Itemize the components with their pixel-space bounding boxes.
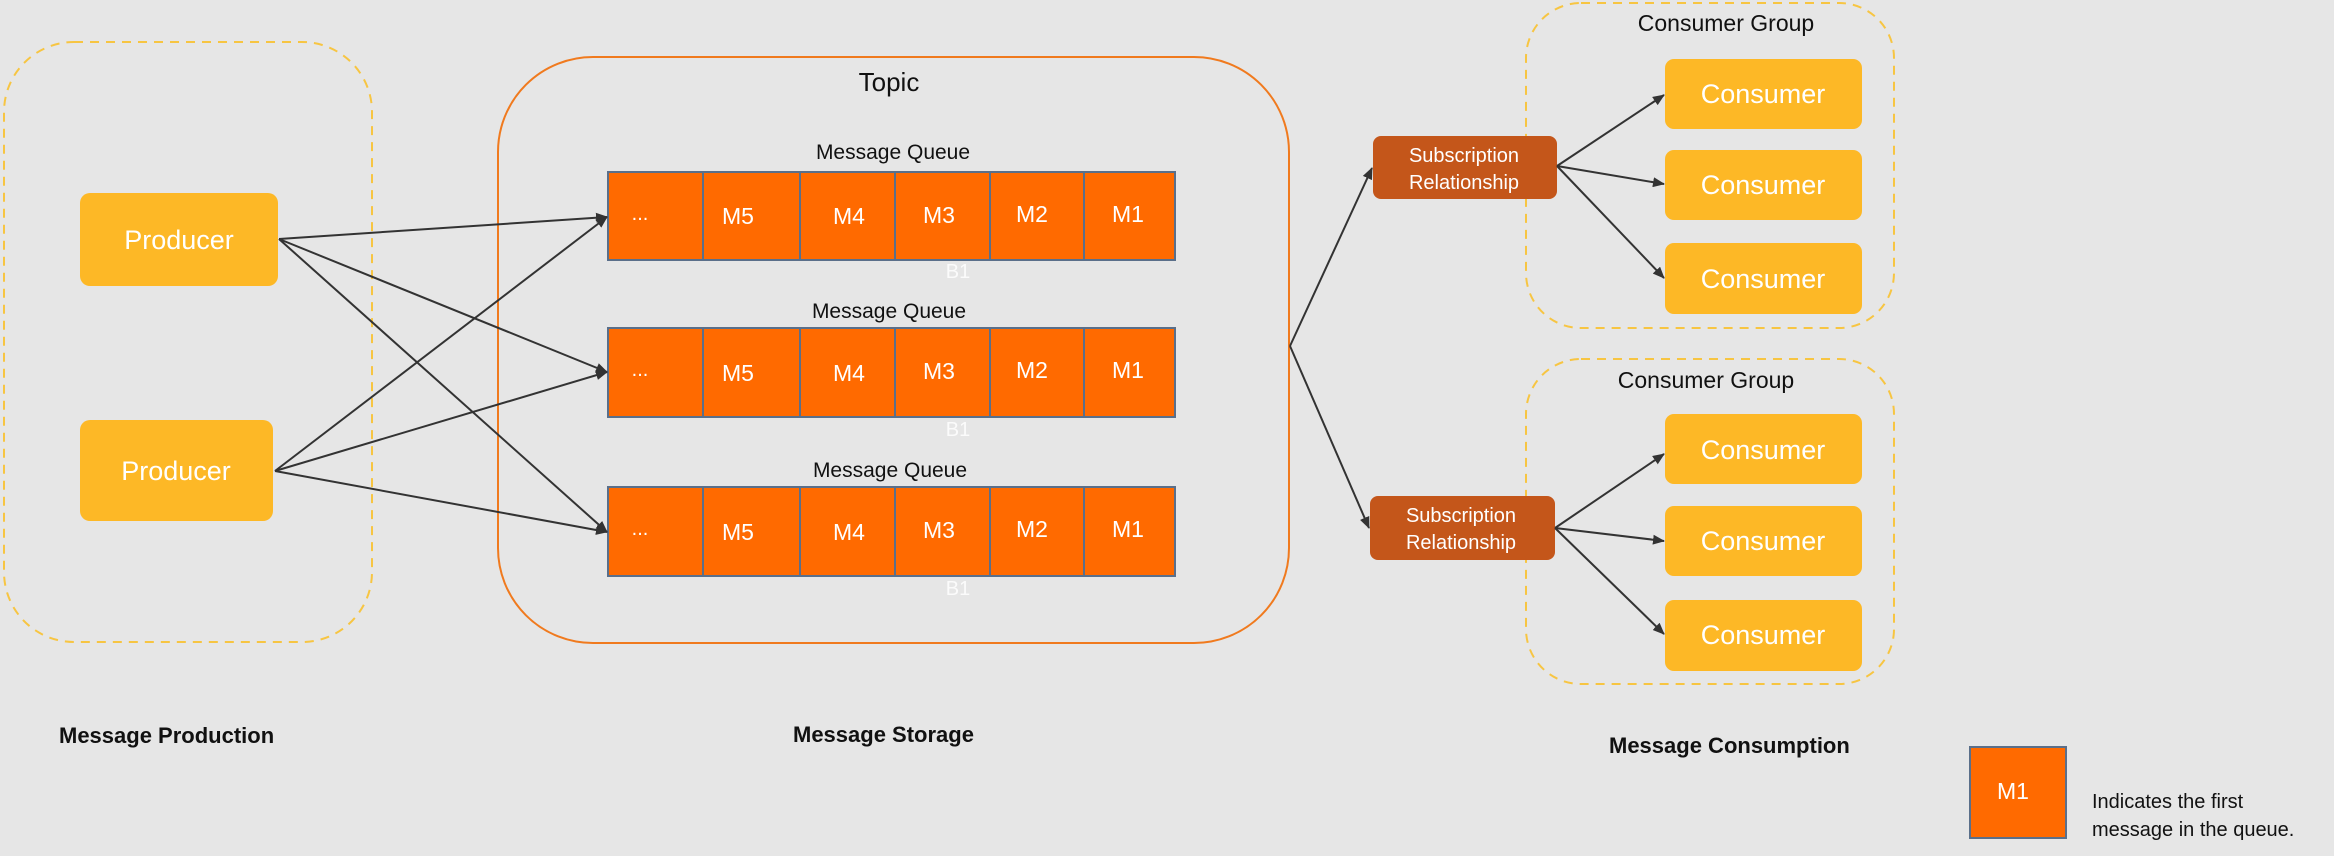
queue-label: Message Queue xyxy=(812,300,966,323)
consumer-label: Consumer xyxy=(1701,620,1826,650)
section-label-storage: Message Storage xyxy=(793,722,974,747)
arrow xyxy=(278,212,608,240)
consumer-box: Consumer xyxy=(1665,243,1862,314)
queue-cell-label: M4 xyxy=(833,360,865,386)
topic-title: Topic xyxy=(859,67,920,97)
queue-cell xyxy=(799,486,896,577)
arrow xyxy=(274,370,608,472)
arrow xyxy=(1556,94,1665,167)
producer-box: Producer xyxy=(80,420,273,521)
subscription-label: Relationship xyxy=(1409,172,1519,194)
flow-arrows xyxy=(274,94,1665,635)
consumer-group-label: Consumer Group xyxy=(1618,367,1794,393)
queue-label: Message Queue xyxy=(813,459,967,482)
queue-cell-label: M4 xyxy=(833,203,865,229)
queue-cell xyxy=(989,327,1085,418)
subscription-label: Relationship xyxy=(1406,532,1516,554)
arrow xyxy=(1556,165,1665,188)
queue-cell-label: ... xyxy=(632,359,649,381)
legend-text: message in the queue. xyxy=(2092,819,2294,841)
message-queue: ... M5 M4 M3 M2 M1 xyxy=(607,486,1176,577)
queue-cell xyxy=(607,486,704,577)
legend-cell xyxy=(1969,746,2067,839)
arrow xyxy=(274,216,608,472)
legend: M1 Indicates the first message in the qu… xyxy=(1969,746,2294,841)
consumer-box: Consumer xyxy=(1665,414,1862,484)
arrow xyxy=(1556,165,1665,279)
section-label-consumption: Message Consumption xyxy=(1609,733,1850,758)
queue-cell xyxy=(1083,486,1176,577)
queue-cell xyxy=(607,171,704,261)
queue-cell-label: M2 xyxy=(1016,516,1048,542)
queue-cell-label: M5 xyxy=(722,519,754,545)
consumer-label: Consumer xyxy=(1701,526,1826,556)
legend-text: Indicates the first xyxy=(2092,791,2244,813)
arrow xyxy=(1554,527,1665,545)
topic-border xyxy=(497,56,1290,644)
subscription-label: Subscription xyxy=(1406,505,1516,527)
arrow xyxy=(278,238,608,373)
queue-mark: B1 xyxy=(946,578,970,600)
queue-cell xyxy=(799,327,896,418)
queue-cell-label: M3 xyxy=(923,202,955,228)
queue-cell xyxy=(702,171,801,261)
queue-cell-label: M4 xyxy=(833,519,865,545)
arrow xyxy=(1554,527,1665,635)
queue-cell-label: M1 xyxy=(1112,201,1144,227)
consumer-box: Consumer xyxy=(1665,150,1862,220)
queue-cell-label: M5 xyxy=(722,360,754,386)
queue-cell-label: M2 xyxy=(1016,201,1048,227)
queue-cell xyxy=(989,486,1085,577)
subscription-box: Subscription Relationship xyxy=(1370,496,1555,560)
consumer-group-label: Consumer Group xyxy=(1638,10,1814,36)
queue-cell xyxy=(894,171,991,261)
arrow xyxy=(1289,345,1370,529)
producer-label: Producer xyxy=(121,456,231,486)
subscription-label: Subscription xyxy=(1409,145,1519,167)
queue-mark: B1 xyxy=(946,261,970,283)
queue-cell-label: M2 xyxy=(1016,357,1048,383)
consumer-label: Consumer xyxy=(1701,170,1826,200)
subscription-box: Subscription Relationship xyxy=(1373,136,1557,199)
consumer-group-border xyxy=(1525,358,1895,685)
arrow xyxy=(1554,453,1665,529)
queue-cell xyxy=(1083,171,1176,261)
queue-mark: B1 xyxy=(946,419,970,441)
queue-cell-label: M1 xyxy=(1112,357,1144,383)
queue-cell xyxy=(607,327,704,418)
message-queue: ... M5 M4 M3 M2 M1 xyxy=(607,171,1176,261)
legend-cell-label: M1 xyxy=(1997,778,2029,804)
queue-cell-label: ... xyxy=(632,203,649,225)
queue-cell-label: M3 xyxy=(923,358,955,384)
queue-cell xyxy=(989,171,1085,261)
producer-box: Producer xyxy=(80,193,278,286)
queue-cell xyxy=(894,327,991,418)
section-label-production: Message Production xyxy=(59,723,274,748)
queue-label: Message Queue xyxy=(816,141,970,164)
queue-cell-label: M1 xyxy=(1112,516,1144,542)
queue-cell-label: M5 xyxy=(722,203,754,229)
queue-cell xyxy=(702,486,801,577)
producer-label: Producer xyxy=(124,225,234,255)
arrow xyxy=(1289,167,1373,347)
consumer-label: Consumer xyxy=(1701,79,1826,109)
consumer-box: Consumer xyxy=(1665,600,1862,671)
message-queue: ... M5 M4 M3 M2 M1 xyxy=(607,327,1176,418)
queue-cell-label: ... xyxy=(632,518,649,540)
queue-cell xyxy=(702,327,801,418)
queue-cell-label: M3 xyxy=(923,517,955,543)
consumer-label: Consumer xyxy=(1701,264,1826,294)
consumer-box: Consumer xyxy=(1665,59,1862,129)
consumer-box: Consumer xyxy=(1665,506,1862,576)
consumer-group-border xyxy=(1525,2,1895,329)
production-group-border xyxy=(3,41,373,643)
arrow xyxy=(278,238,608,533)
queue-cell xyxy=(1083,327,1176,418)
arrow xyxy=(274,470,608,535)
consumer-label: Consumer xyxy=(1701,435,1826,465)
